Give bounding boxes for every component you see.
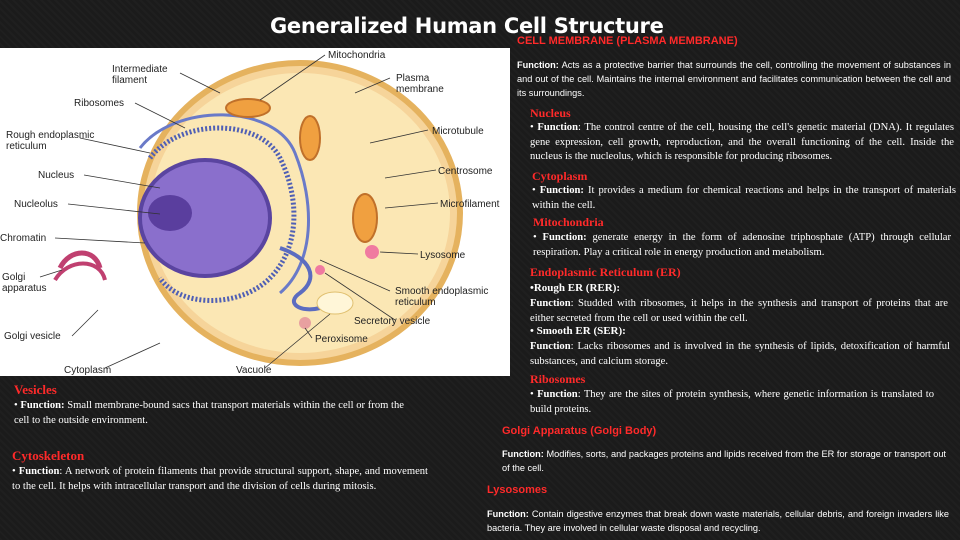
smooth-er-title: • Smooth ER (SER):	[530, 325, 626, 337]
desc-smooth-er: Function: Lacks ribosomes and is involve…	[530, 341, 950, 367]
desc-rough-er: Function: Studded with ribosomes, it hel…	[530, 298, 948, 324]
heading-cytoplasm: Cytoplasm	[532, 169, 588, 183]
desc-nucleus: • Function: The control centre of the ce…	[530, 122, 955, 162]
desc-lysosomes: Function: Contain digestive enzymes that…	[487, 509, 949, 533]
desc-mitochondria: • Function: generate energy in the form …	[533, 232, 952, 258]
desc-vesicles: • Function: Small membrane-bound sacs th…	[14, 400, 404, 426]
heading-cell-membrane: CELL MEMBRANE (PLASMA MEMBRANE)	[517, 35, 738, 47]
label-plasma-membrane-2: membrane	[396, 84, 444, 95]
heading-nucleus: Nucleus	[530, 106, 571, 120]
mitochondria-shape-2	[299, 115, 321, 161]
label-nucleus: Nucleus	[38, 170, 74, 181]
label-intermediate-filament: Intermediate	[112, 64, 168, 75]
label-rough-er-2: reticulum	[6, 141, 47, 152]
page-title: Generalized Human Cell Structure	[270, 14, 664, 38]
rough-er-shape	[148, 125, 297, 303]
label-ribosomes: Ribosomes	[74, 98, 124, 109]
label-cytoplasm: Cytoplasm	[64, 365, 111, 376]
heading-golgi: Golgi Apparatus (Golgi Body)	[502, 425, 657, 437]
label-golgi-vesicle: Golgi vesicle	[4, 331, 61, 342]
label-golgi: Golgi	[2, 272, 25, 283]
heading-er: Endoplasmic Reticulum (ER)	[530, 265, 681, 279]
desc-cytoskeleton: • Function: A network of protein filamen…	[12, 466, 429, 492]
label-nucleolus: Nucleolus	[14, 199, 58, 210]
label-lysosome: Lysosome	[420, 250, 466, 261]
nucleus-shape	[138, 158, 272, 278]
heading-mitochondria: Mitochondria	[533, 215, 604, 229]
label-plasma-membrane: Plasma	[396, 73, 430, 84]
rough-er-shape-2	[138, 113, 310, 295]
heading-cytoskeleton: Cytoskeleton	[12, 448, 85, 463]
label-microfilament: Microfilament	[440, 199, 500, 210]
golgi-shape-2	[53, 261, 107, 282]
desc-cell-membrane: Function: Acts as a protective barrier t…	[517, 60, 951, 98]
cell-diagram-svg: Mitochondria Intermediate filament Plasm…	[0, 50, 500, 376]
label-rough-er: Rough endoplasmic	[6, 130, 94, 141]
heading-ribosomes: Ribosomes	[530, 372, 586, 386]
cytoplasm-shape	[150, 73, 450, 353]
vacuole-shape	[316, 291, 354, 315]
heading-lysosomes: Lysosomes	[487, 484, 548, 496]
desc-cytoplasm: • Function: It provides a medium for che…	[532, 185, 956, 211]
lysosome-shape	[365, 245, 379, 259]
secretory-vesicle-shape	[315, 265, 325, 275]
heading-vesicles: Vesicles	[14, 382, 57, 397]
label-golgi-2: apparatus	[2, 283, 46, 294]
mitochondria-shape	[225, 98, 271, 118]
label-chromatin: Chromatin	[0, 233, 46, 244]
desc-golgi: Function: Modifies, sorts, and packages …	[502, 449, 946, 473]
label-centrosome: Centrosome	[438, 166, 493, 177]
smooth-er-shape	[279, 246, 321, 312]
label-smooth-er: Smooth endoplasmic	[395, 286, 488, 297]
golgi-shape	[57, 250, 103, 270]
label-microtubule: Microtubule	[432, 126, 484, 137]
label-vacuole: Vacuole	[236, 365, 272, 376]
label-peroxisome: Peroxisome	[315, 334, 368, 345]
desc-ribosomes: • Function: They are the sites of protei…	[530, 389, 934, 415]
nucleolus-shape	[148, 195, 192, 231]
label-secretory-vesicle: Secretory vesicle	[354, 316, 431, 327]
label-smooth-er-2: reticulum	[395, 297, 436, 308]
label-mitochondria: Mitochondria	[328, 50, 386, 61]
label-intermediate-filament-2: filament	[112, 75, 147, 86]
peroxisome-shape	[299, 317, 311, 329]
mitochondria-shape-3	[352, 193, 378, 243]
cell-diagram: Mitochondria Intermediate filament Plasm…	[0, 48, 510, 376]
rough-er-title: •Rough ER (RER):	[530, 282, 621, 294]
